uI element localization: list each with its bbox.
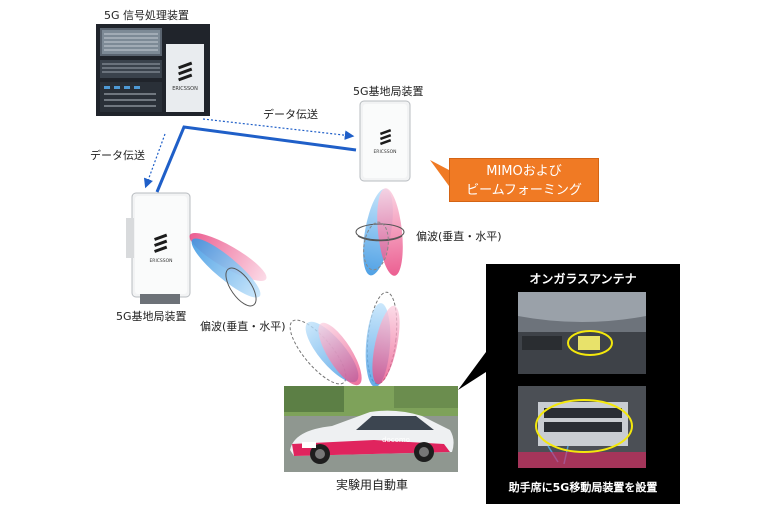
ericsson-rack-text: ERICSSON <box>172 86 198 92</box>
polarization-label-right: 偏波(垂直・水平) <box>416 230 502 243</box>
panel-caption: 助手席に5G移動局装置を設置 <box>508 481 658 494</box>
signal-processor-label: 5G 信号処理装置 <box>104 9 190 22</box>
on-glass-antenna-panel: オンガラスアンテナ 助手席に5G移動局装置を設置 <box>486 264 680 504</box>
data-transfer-arrow-left <box>143 133 166 189</box>
base-station-left-label: 5G基地局装置 <box>116 310 187 323</box>
vehicle-drawing: 5G docomo <box>284 386 458 472</box>
callout-pointer <box>430 160 449 186</box>
beam-right-station <box>355 188 405 276</box>
ericsson-logo-left <box>154 233 168 253</box>
signal-processor-photo: ERICSSON <box>96 24 210 116</box>
ericsson-right-text: ERICSSON <box>373 149 396 155</box>
vehicle-label: 実験用自動車 <box>336 478 409 492</box>
antenna-highlight-circle <box>567 330 613 356</box>
passenger-seat-equipment-photo <box>518 386 646 468</box>
windshield-drawing <box>518 292 646 374</box>
fronthaul-link <box>155 125 357 193</box>
data-transfer-arrow-top <box>202 118 355 140</box>
data-transfer-label-left: データ伝送 <box>90 149 145 162</box>
equipment-highlight-circle <box>535 399 633 453</box>
car-docomo-logo: docomo <box>382 436 410 444</box>
beam-vehicle <box>289 291 400 387</box>
mimo-beamforming-callout: MIMOおよび ビームフォーミング <box>449 158 599 202</box>
base-station-right-label: 5G基地局装置 <box>353 85 424 98</box>
vehicle-photo: 5G docomo <box>284 386 458 472</box>
base-station-right-unit: ERICSSON <box>359 100 411 182</box>
ericsson-left-text: ERICSSON <box>149 258 172 264</box>
car-5g-logo: 5G <box>338 441 350 450</box>
callout-line2: ビームフォーミング <box>466 183 582 198</box>
base-station-left-unit: ERICSSON <box>126 192 191 304</box>
signal-processor-rack-drawing: ERICSSON <box>96 24 210 116</box>
data-transfer-label-top: データ伝送 <box>263 108 318 121</box>
ericsson-logo-rack <box>178 61 193 82</box>
panel-pointer <box>458 352 486 390</box>
polarization-label-left: 偏波(垂直・水平) <box>200 320 286 333</box>
ericsson-logo-right <box>379 129 392 146</box>
panel-title: オンガラスアンテナ <box>529 272 637 286</box>
equipment-drawing <box>518 386 646 468</box>
windshield-antenna-photo <box>518 292 646 374</box>
callout-line1: MIMOおよび <box>486 164 562 179</box>
beam-left-station <box>189 233 267 307</box>
